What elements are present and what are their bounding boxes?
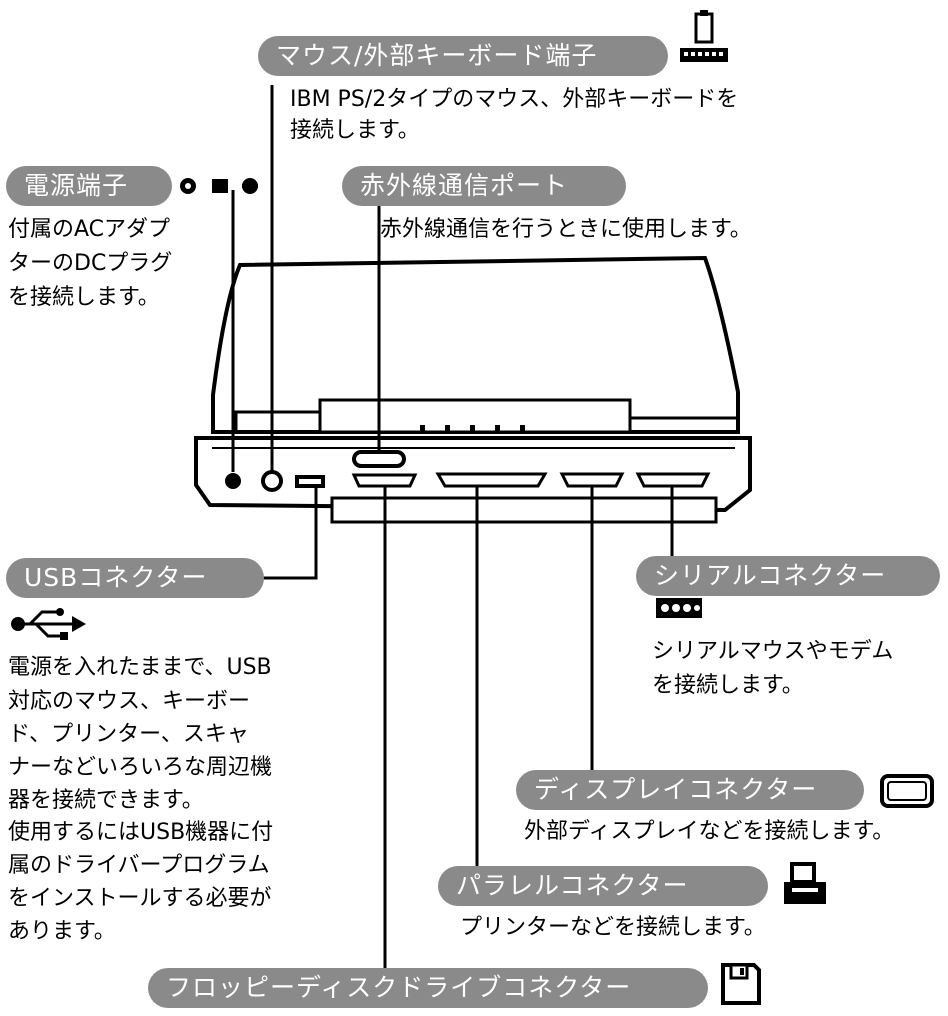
display-connector-title: ディスプレイコネクター [516, 770, 864, 810]
mouse-keyboard-desc-line-1: IBM PS/2タイプのマウス、外部キーボードを [290, 87, 739, 112]
mouse-keyboard-port-title: マウス/外部キーボード端子 [258, 36, 668, 76]
usb-desc-line-6: 使用するにはUSB機器に付 [8, 820, 274, 845]
rear-connectors [351, 472, 711, 488]
usb-desc-line-7: 属のドライバープログラム [8, 853, 270, 878]
floppy-connector-title: フロッピーディスクドライブコネクター [148, 968, 708, 1008]
power-desc-line-1: 付属のACアダプ [8, 217, 171, 242]
infrared-desc: 赤外線通信を行うときに使用します。 [380, 217, 752, 242]
leader-usb [262, 488, 318, 580]
serial-desc-line-2: を接続します。 [652, 673, 804, 698]
dc-polarity-icon [178, 176, 262, 200]
ps2-port [261, 470, 283, 492]
usb-desc-line-5: 器を接続できます。 [8, 788, 204, 813]
serial-desc-line-1: シリアルマウスやモデム [652, 639, 894, 664]
ps2-port-icon [680, 10, 728, 70]
serial-port-icon [656, 598, 702, 622]
parallel-connector-title: パラレルコネクター [438, 866, 768, 906]
leader-lines [231, 85, 674, 988]
floppy-disk-icon [720, 962, 762, 1010]
usb-desc-line-4: ナーなどいろいろな周辺機 [8, 755, 273, 780]
power-jack [225, 473, 241, 489]
laptop-bottom-tray [330, 496, 718, 524]
power-port-title: 電源端子 [6, 166, 172, 206]
usb-connector-title: USBコネクター [6, 558, 264, 598]
infrared-window [352, 450, 406, 468]
usb-desc-line-1: 電源を入れたままで、USB [8, 655, 272, 680]
infrared-port-title: 赤外線通信ポート [342, 166, 626, 206]
monitor-icon [880, 774, 934, 812]
usb-desc-line-2: 対応のマウス、キーボー [8, 689, 251, 714]
display-desc: 外部ディスプレイなどを接続します。 [524, 819, 895, 844]
serial-connector [635, 472, 711, 488]
display-connector [559, 472, 625, 488]
printer-icon [782, 862, 828, 910]
laptop-lid [211, 255, 740, 434]
mouse-keyboard-desc-line-2: 接続します。 [290, 118, 420, 143]
usb-desc-line-3: ド、プリンター、スキャ [8, 722, 249, 747]
parallel-desc: プリンターなどを接続します。 [460, 915, 766, 940]
power-desc-line-2: ターのDCプラグ [8, 251, 173, 276]
serial-connector-title: シリアルコネクター [636, 556, 940, 596]
usb-desc-line-9: あります。 [8, 919, 116, 944]
hinge-vents [420, 425, 525, 433]
power-desc-line-3: を接続します。 [8, 285, 160, 310]
floppy-connector [351, 473, 418, 488]
parallel-connector [435, 472, 548, 488]
usb-trident-icon [10, 606, 86, 646]
usb-desc-line-8: をインストールする必要が [8, 886, 272, 911]
